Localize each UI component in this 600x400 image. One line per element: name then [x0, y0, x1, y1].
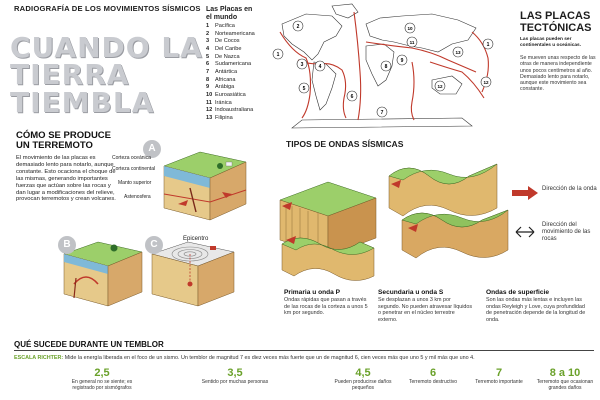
tectonic-subtitle: Las placas pueden ser continentales u oc…: [520, 37, 582, 48]
svg-text:4: 4: [319, 64, 322, 70]
svg-text:10: 10: [407, 26, 413, 31]
scale-item: 4,5 Pueden producirse daños pequeños: [334, 367, 392, 391]
scale-item: 8 a 10 Terremoto que ocasionan grandes d…: [536, 367, 594, 391]
scale-item: 2,5 En general no se siente; es registra…: [71, 367, 133, 391]
svg-text:9: 9: [401, 58, 404, 64]
svg-text:12: 12: [437, 84, 443, 89]
headline-line-3: TIEMBLA: [10, 86, 155, 119]
svg-text:12: 12: [483, 80, 489, 85]
surface-wave-title: Ondas de superficie: [486, 289, 550, 296]
kicker: RADIOGRAFÍA DE LOS MOVIMIENTOS SÍSMICOS: [14, 4, 201, 13]
scale-divider: [14, 350, 594, 351]
svg-text:3: 3: [301, 62, 304, 68]
label-epicenter: Epicentro: [183, 236, 209, 242]
continents: [281, 3, 477, 129]
plates-title: Las Placas en el mundo: [206, 6, 253, 21]
headline-line-1: CUANDO LA: [10, 31, 203, 64]
surface-wave-body: Son las ondas más lentas e incluyen las …: [486, 297, 586, 323]
svg-text:11: 11: [410, 40, 415, 45]
wave-s-title: Secundaria u onda S: [378, 289, 444, 296]
earthquake-block-c: [151, 241, 235, 307]
earthquake-block-b: [63, 241, 143, 307]
label-asthenosphere: Astenosfera: [124, 194, 151, 200]
svg-text:7: 7: [381, 110, 384, 116]
legend-rock-direction: Dirección del movimiento de las rocas: [542, 222, 591, 242]
surface-wave-block: [388, 163, 498, 217]
svg-text:2: 2: [297, 24, 300, 30]
tectonic-title: LAS PLACAS TECTÓNICAS: [520, 10, 592, 34]
svg-text:1: 1: [487, 42, 490, 48]
how-body: El movimiento de las placas es demasiado…: [16, 155, 116, 203]
wave-s-block: [281, 236, 375, 281]
surface-wave-block-2: [401, 209, 509, 259]
label-oceanic-crust: Corteza oceánica: [112, 155, 151, 161]
svg-text:6: 6: [351, 94, 354, 100]
svg-text:5: 5: [303, 86, 306, 92]
block-b-letter: B: [58, 236, 76, 254]
scale-item: 6 Terremoto destructivo: [408, 367, 458, 385]
svg-text:1: 1: [277, 52, 280, 58]
label-continental-crust: Corteza continental: [112, 166, 156, 172]
headline-line-2: TIERRA: [10, 58, 130, 91]
legend-wave-direction: Dirección de la onda: [542, 186, 597, 192]
scale-item: 3,5 Sentido por muchas personas: [201, 367, 269, 385]
plate-markers: 1 2 3 4 5 6 7 8 9 10 11 12 13 1 12: [272, 20, 494, 118]
how-title: CÓMO SE PRODUCE UN TERREMOTO: [16, 130, 112, 151]
label-upper-mantle: Manto superior: [118, 180, 152, 186]
richter-line: ESCALA RICHTER: Mide la energía liberada…: [14, 355, 475, 361]
wave-p-title: Primaria u onda P: [284, 289, 341, 296]
waves-title: TIPOS DE ONDAS SÍSMICAS: [286, 139, 404, 149]
scale-section: [0, 333, 600, 400]
block-a-letter: A: [143, 140, 161, 158]
tectonic-body: Se mueven unas respecto de las otras de …: [520, 55, 596, 93]
richter-text: Mide la energía liberada en el foco de u…: [64, 355, 475, 361]
scale-item: 7 Terremoto importante: [475, 367, 523, 385]
rock-direction-arrow-icon: [515, 226, 535, 238]
scale-title: QUÉ SUCEDE DURANTE UN TEMBLOR: [14, 340, 164, 349]
richter-label: ESCALA RICHTER:: [14, 355, 64, 361]
block-c-letter: C: [145, 236, 163, 254]
wave-direction-arrow-icon: [512, 186, 538, 200]
svg-text:13: 13: [455, 50, 461, 55]
wave-s-body: Se desplazan a unos 3 km por segundo. No…: [378, 297, 473, 323]
wave-p-body: Ondas rápidas que pasan a través de las …: [284, 297, 368, 316]
plates-world-map: 1 2 3 4 5 6 7 8 9 10 11 12 13 1 12: [272, 3, 494, 129]
earthquake-block-a: [163, 151, 247, 221]
svg-text:8: 8: [385, 64, 388, 70]
